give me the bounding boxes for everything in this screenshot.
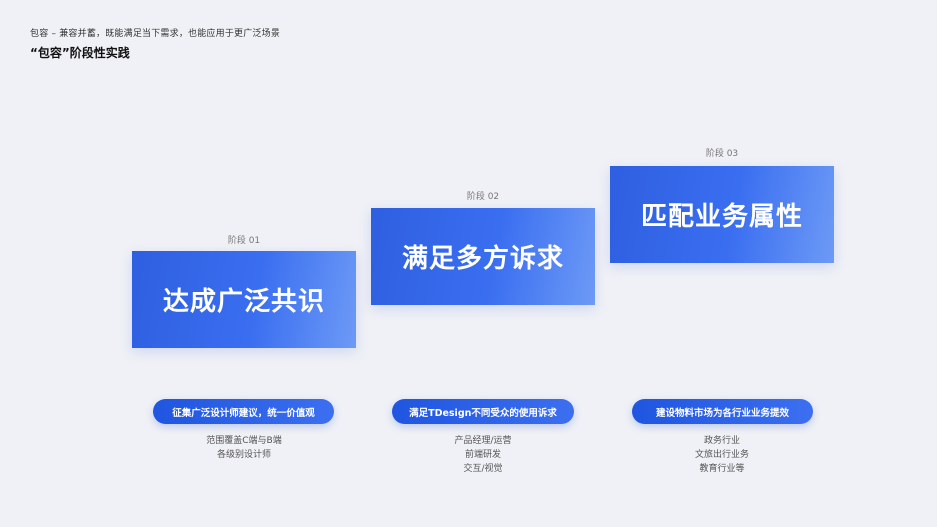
stage-2-card: 满足多方诉求 (371, 208, 595, 305)
stage-2-title: 满足多方诉求 (401, 244, 564, 274)
stage-3-notes: 政务行业 文旅出行业务 教育行业等 (610, 434, 834, 476)
page-title: “包容”阶段性实践 (30, 46, 130, 60)
stage-1-label: 阶段 01 (227, 236, 261, 246)
stage-3-pill: 建设物料市场为各行业业务提效 (632, 399, 813, 424)
stage-3-note: 教育行业等 (699, 464, 745, 474)
stage-3-note: 文旅出行业务 (694, 450, 749, 460)
stage-3-card: 匹配业务属性 (610, 166, 834, 263)
stage-1-pill: 征集广泛设计师建议，统一价值观 (153, 399, 334, 424)
stage-1-notes: 范围覆盖C端与B端 各级别设计师 (132, 434, 356, 462)
stage-1-note: 各级别设计师 (216, 450, 271, 460)
stage-2-label: 阶段 02 (466, 192, 500, 202)
stage-2-note: 交互/视觉 (463, 464, 503, 474)
stage-1-note: 范围覆盖C端与B端 (206, 436, 282, 446)
stage-3-title: 匹配业务属性 (640, 202, 803, 232)
stage-2-notes: 产品经理/运营 前端研发 交互/视觉 (371, 434, 595, 476)
stage-1-title: 达成广泛共识 (162, 287, 325, 317)
stage-2-note: 前端研发 (464, 450, 501, 460)
stage-3-label: 阶段 03 (705, 149, 739, 159)
stage-3-note: 政务行业 (703, 436, 740, 446)
stage-1-card: 达成广泛共识 (132, 251, 356, 348)
page-subtitle: 包容 – 兼容并蓄，既能满足当下需求，也能应用于更广泛场景 (30, 29, 281, 39)
stage-2-note: 产品经理/运营 (454, 436, 512, 446)
stage-2-pill: 满足TDesign不同受众的使用诉求 (392, 399, 574, 424)
